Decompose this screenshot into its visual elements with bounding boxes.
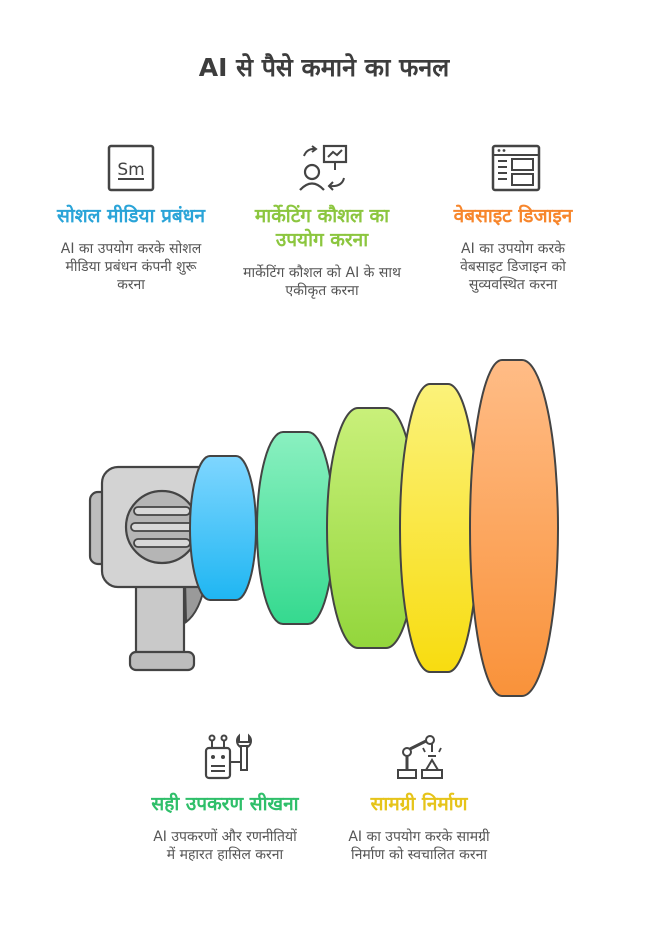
step-website-design: वेबसाइट डिजाइन AI का उपयोग करके वेबसाइट …	[438, 204, 588, 294]
funnel-ring-teal	[256, 431, 335, 625]
step-heading: वेबसाइट डिजाइन	[453, 205, 573, 227]
robotic-arm-icon	[394, 732, 446, 780]
funnel-ring-orange	[469, 359, 559, 697]
step-description: AI का उपयोग करके सोशल मीडिया प्रबंधन कंप…	[60, 241, 202, 293]
step-learning-tools: सही उपकरण सीखना AI उपकरणों और रणनीतियों …	[150, 792, 300, 864]
step-heading: मार्केटिंग कौशल का उपयोग करना	[254, 205, 390, 251]
step-marketing: मार्केटिंग कौशल का उपयोग करना मार्केटिंग…	[242, 204, 402, 300]
social-media-icon: Sm	[107, 144, 157, 192]
step-content-creation: सामग्री निर्माण AI का उपयोग करके सामग्री…	[344, 792, 494, 864]
funnel-ring-blue	[189, 455, 257, 601]
step-description: मार्केटिंग कौशल को AI के साथ एकीकृत करना	[243, 265, 401, 299]
funnel-illustration	[86, 355, 566, 700]
step-description: AI का उपयोग करके सामग्री निर्माण को स्वच…	[348, 829, 490, 863]
step-heading: सोशल मीडिया प्रबंधन	[57, 205, 205, 227]
step-heading: सामग्री निर्माण	[370, 793, 468, 815]
presenter-icon	[298, 144, 350, 192]
step-heading: सही उपकरण सीखना	[151, 793, 299, 815]
blower-handle	[128, 576, 208, 672]
website-layout-icon	[490, 144, 542, 192]
step-description: AI उपकरणों और रणनीतियों में महारत हासिल …	[153, 829, 297, 863]
funnel-ring-yellow	[399, 383, 479, 673]
page-title: AI से पैसे कमाने का फनल	[198, 53, 450, 82]
step-social-media: सोशल मीडिया प्रबंधन AI का उपयोग करके सोश…	[56, 204, 206, 294]
robot-wrench-icon	[202, 732, 254, 780]
step-description: AI का उपयोग करके वेबसाइट डिजाइन को सुव्य…	[460, 241, 566, 293]
svg-text:Sm: Sm	[117, 160, 144, 180]
